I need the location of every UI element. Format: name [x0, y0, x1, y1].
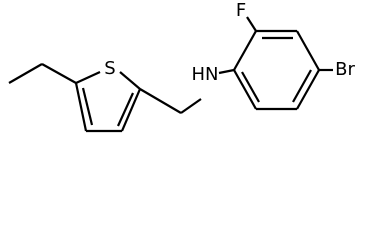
bond-c4-c5b — [296, 69, 320, 110]
atom-label-bromine: Br — [335, 59, 355, 80]
bond-c4-c5 — [74, 82, 88, 132]
bonds — [8, 16, 333, 133]
bond-c5-s1 — [75, 71, 101, 84]
bond-ethyl-ch3-ch2 — [8, 63, 43, 84]
atom-label-fluorine: F — [236, 0, 246, 21]
molecule-structure-diagram: S HN F Br — [8, 0, 355, 133]
bond-c6-c1 — [233, 69, 257, 110]
bond-c6-c1-inner — [241, 71, 260, 103]
bond-ethyl-ch2-c5 — [41, 63, 77, 84]
bond-c2-f — [246, 16, 257, 32]
bond-s1-c2 — [119, 71, 141, 90]
bond-c3b-c4 — [296, 30, 320, 71]
atom-labels: S HN F Br — [104, 0, 355, 85]
bond-ch2-n — [180, 98, 202, 114]
bond-c2-c3-inner — [116, 92, 135, 127]
bond-c4-c5b-inner — [292, 69, 312, 103]
bond-c2-ch2 — [139, 88, 182, 114]
bond-n-c1 — [218, 68, 235, 75]
bond-c4-c5-inner — [81, 87, 94, 126]
atom-label-nitrogen: HN — [192, 64, 219, 85]
bond-c1-c2 — [233, 30, 257, 71]
atom-label-sulfur: S — [104, 58, 115, 79]
bond-c2-c3 — [120, 88, 142, 132]
